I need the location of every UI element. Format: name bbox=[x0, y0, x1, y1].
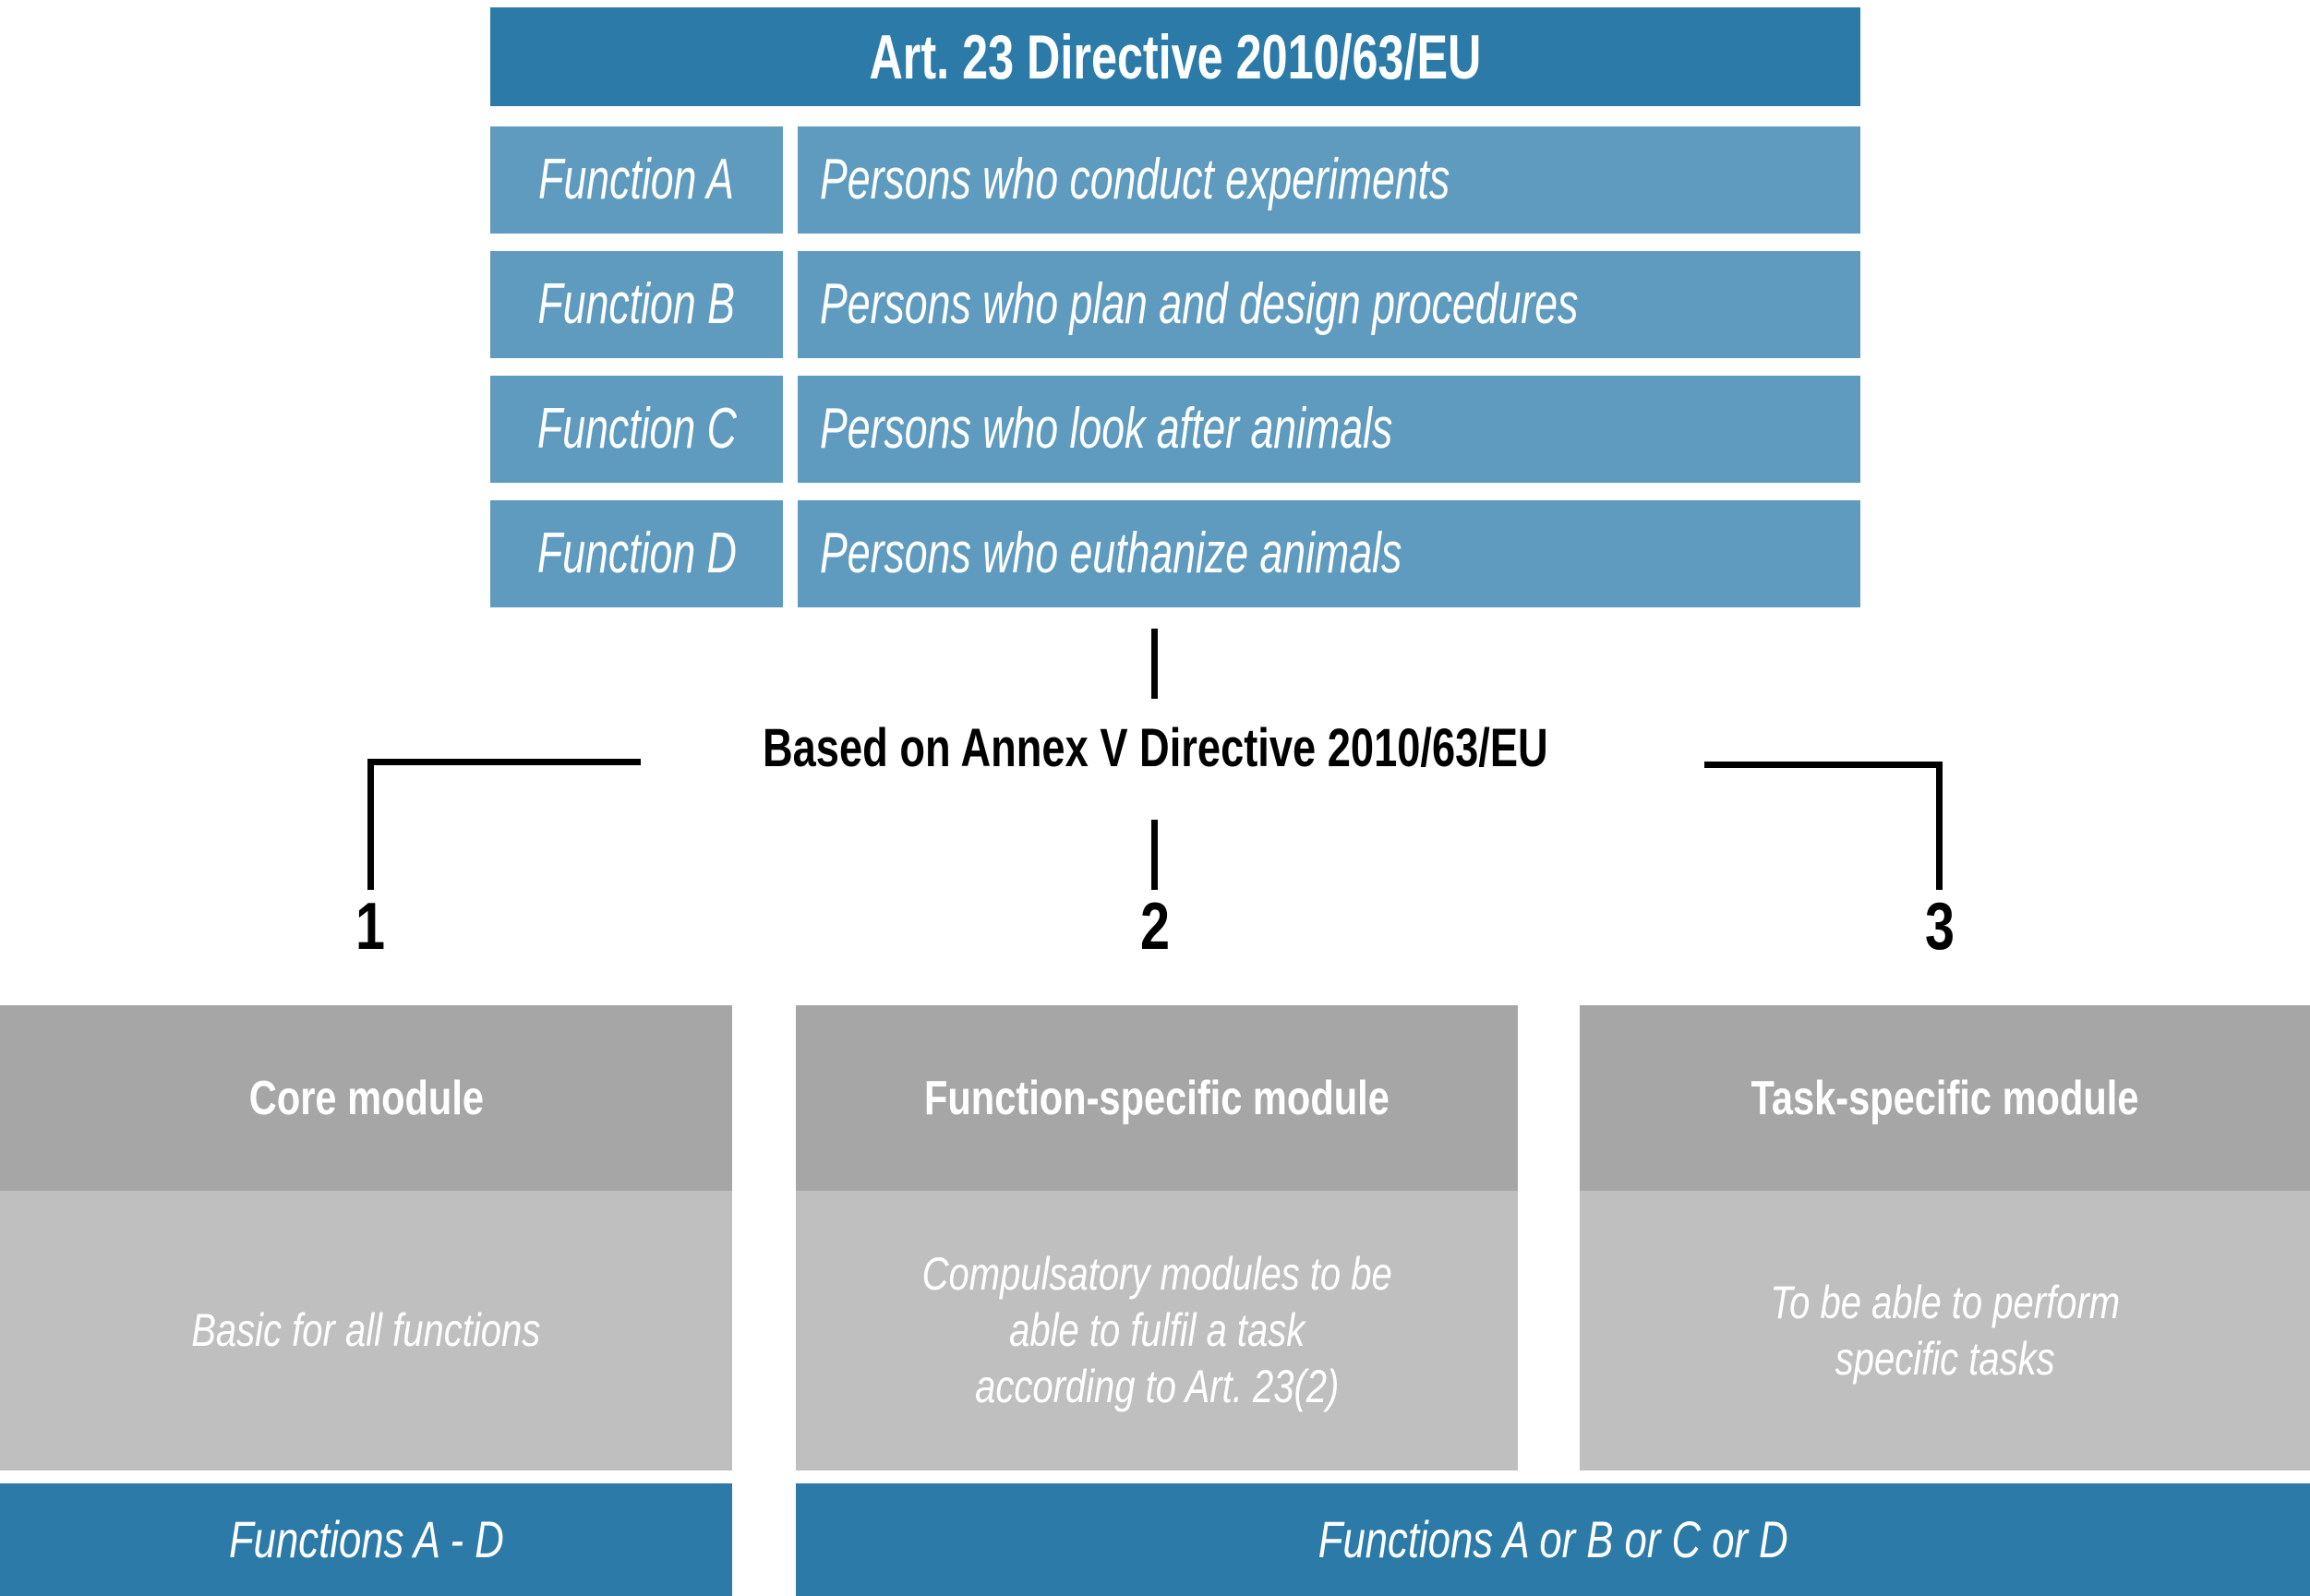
function-label-c: Function C bbox=[536, 397, 737, 461]
function-label-box-c: Function C bbox=[490, 376, 783, 483]
branch-number-1-text: 1 bbox=[355, 890, 386, 964]
function-description-b: Persons who plan and design procedures bbox=[820, 272, 1579, 336]
module-card-function-specific: Function-specific module Compulsatory mo… bbox=[796, 1005, 1518, 1470]
connector-drop-line-1 bbox=[367, 759, 374, 890]
connector-drop-line-3 bbox=[1936, 762, 1943, 890]
connector-drop-line-2 bbox=[1151, 820, 1158, 890]
function-row-c: Function C Persons who look after animal… bbox=[490, 376, 1860, 483]
module-header-task-specific: Task-specific module bbox=[1580, 1005, 2310, 1191]
annex-label-text: Based on Annex V Directive 2010/63/EU bbox=[762, 718, 1548, 778]
function-description-box-a: Persons who conduct experiments bbox=[798, 126, 1860, 234]
function-description-box-b: Persons who plan and design procedures bbox=[798, 251, 1860, 358]
module-description-task-specific: To be able to perform specific tasks bbox=[1770, 1276, 2120, 1385]
function-label-a: Function A bbox=[538, 148, 735, 211]
function-row-b: Function B Persons who plan and design p… bbox=[490, 251, 1860, 358]
module-card-task-specific: Task-specific module To be able to perfo… bbox=[1580, 1005, 2310, 1470]
module-description-core: Basic for all functions bbox=[191, 1304, 541, 1356]
connector-branch-line-left bbox=[367, 759, 641, 765]
function-description-box-c: Persons who look after animals bbox=[798, 376, 1860, 483]
directive-title-text: Art. 23 Directive 2010/63/EU bbox=[869, 21, 1482, 92]
function-label-d: Function D bbox=[536, 522, 737, 585]
function-description-a: Persons who conduct experiments bbox=[820, 148, 1450, 211]
module-body-core: Basic for all functions bbox=[0, 1191, 732, 1470]
function-label-box-d: Function D bbox=[490, 500, 783, 607]
function-row-d: Function D Persons who euthanize animals bbox=[490, 500, 1860, 607]
branch-number-2: 2 bbox=[1100, 894, 1210, 960]
module-description-function-specific: Compulsatory modules to be able to fulfi… bbox=[921, 1248, 1392, 1412]
function-label-b: Function B bbox=[537, 272, 736, 336]
function-description-box-d: Persons who euthanize animals bbox=[798, 500, 1860, 607]
module-card-core: Core module Basic for all functions bbox=[0, 1005, 732, 1470]
connector-tree: Based on Annex V Directive 2010/63/EU 1 … bbox=[0, 600, 2310, 988]
module-title-function-specific: Function-specific module bbox=[924, 1071, 1390, 1125]
branch-number-2-text: 2 bbox=[1139, 890, 1171, 964]
branch-number-3-text: 3 bbox=[1924, 890, 1955, 964]
module-header-core: Core module bbox=[0, 1005, 732, 1191]
module-body-task-specific: To be able to perform specific tasks bbox=[1580, 1191, 2310, 1470]
footer-bar-specific: Functions A or B or C or D bbox=[796, 1483, 2310, 1596]
function-description-c: Persons who look after animals bbox=[820, 397, 1393, 461]
connector-branch-line-right bbox=[1704, 762, 1943, 768]
module-title-core: Core module bbox=[248, 1071, 484, 1125]
branch-number-3: 3 bbox=[1884, 894, 1995, 960]
function-label-box-a: Function A bbox=[490, 126, 783, 234]
footer-label-specific: Functions A or B or C or D bbox=[1317, 1510, 1788, 1568]
module-body-function-specific: Compulsatory modules to be able to fulfi… bbox=[796, 1191, 1518, 1470]
function-label-box-b: Function B bbox=[490, 251, 783, 358]
connector-trunk-line bbox=[1151, 629, 1158, 699]
module-title-task-specific: Task-specific module bbox=[1751, 1071, 2139, 1125]
module-header-function-specific: Function-specific module bbox=[796, 1005, 1518, 1191]
directive-title-bar: Art. 23 Directive 2010/63/EU bbox=[490, 7, 1860, 106]
function-row-a: Function A Persons who conduct experimen… bbox=[490, 126, 1860, 234]
footer-bar-core: Functions A - D bbox=[0, 1483, 732, 1596]
branch-number-1: 1 bbox=[315, 894, 426, 960]
annex-label: Based on Annex V Directive 2010/63/EU bbox=[0, 722, 2310, 775]
function-description-d: Persons who euthanize animals bbox=[820, 522, 1402, 585]
footer-label-core: Functions A - D bbox=[228, 1510, 504, 1568]
